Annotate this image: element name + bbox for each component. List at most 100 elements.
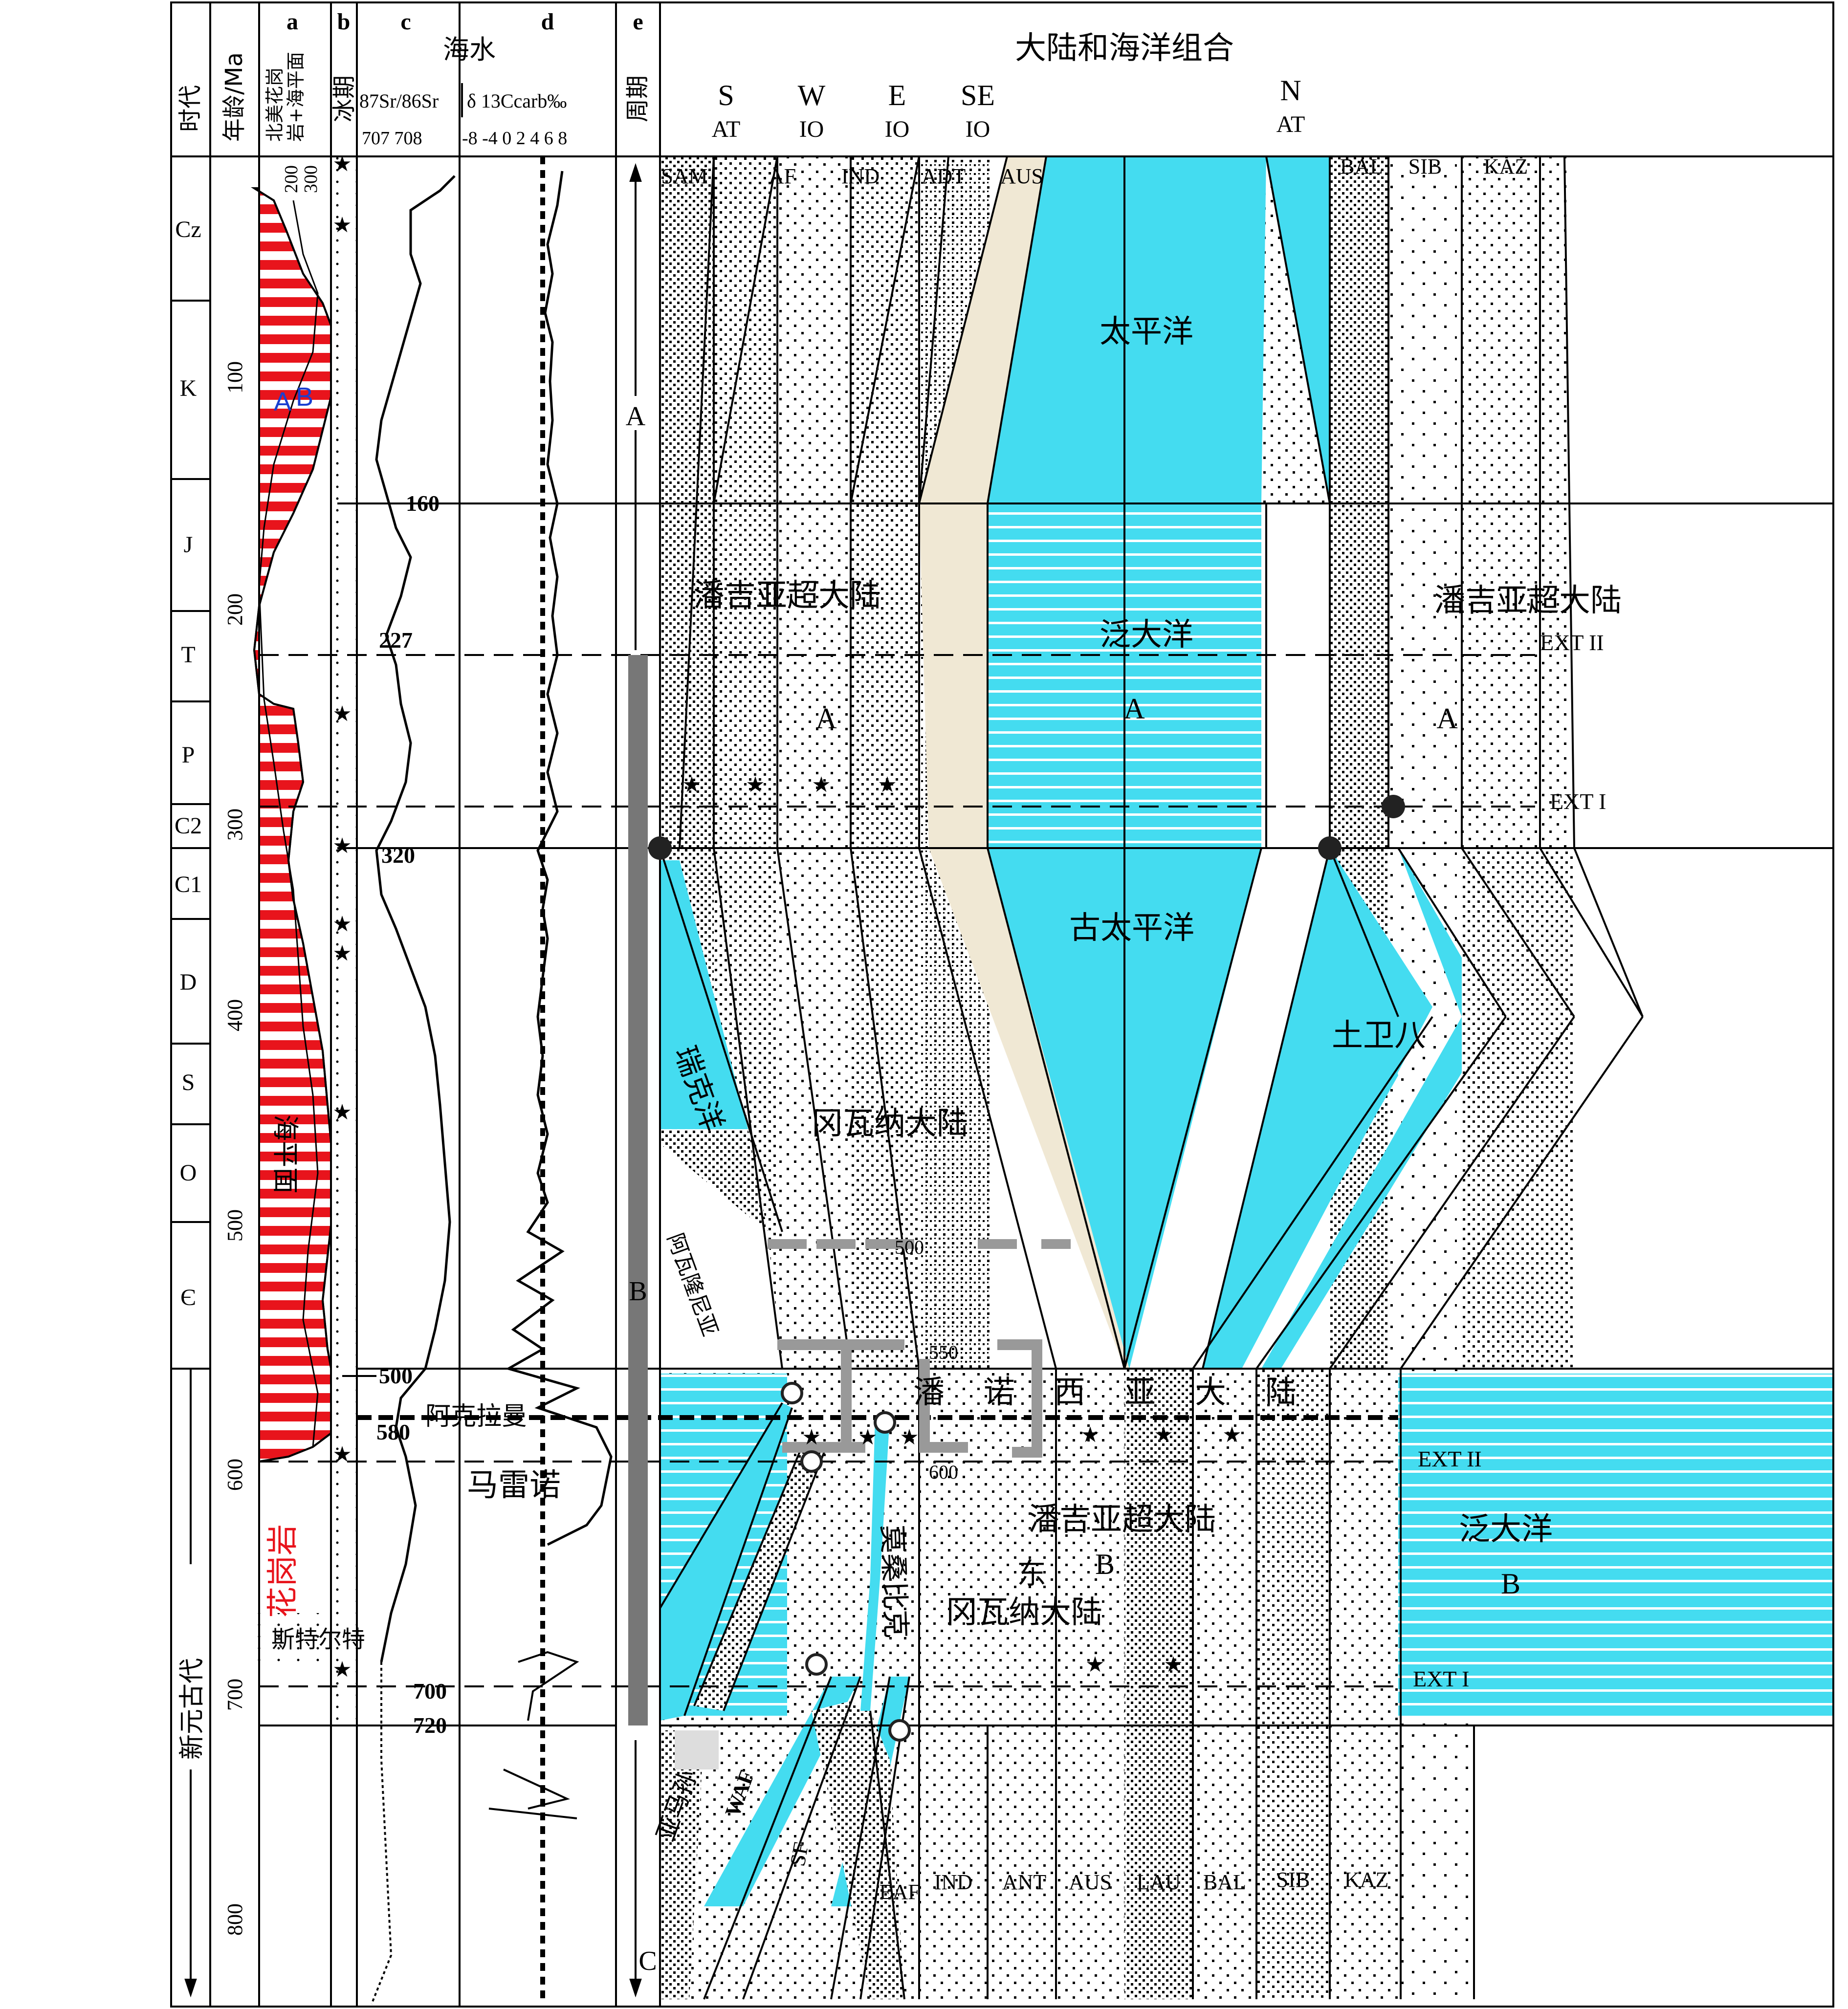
label-pangea-left: 潘吉亚超大陆	[693, 578, 881, 614]
sr-age-labels: 160 227 320 500 580 700 720	[376, 491, 447, 1738]
period-p: P	[182, 742, 195, 768]
svg-text:★: ★	[900, 1425, 919, 1450]
period-k: K	[180, 375, 197, 401]
svg-text:★: ★	[746, 772, 765, 797]
period-c2: C2	[175, 813, 202, 839]
bottom-lau: LAU	[1137, 1870, 1181, 1894]
cycle-b-bar	[628, 655, 648, 1725]
cycle-c: C	[638, 1946, 657, 1976]
hollow-circles	[781, 1382, 911, 1742]
dir-w-ocean: IO	[799, 116, 824, 142]
label-500: 500	[895, 1236, 924, 1258]
svg-text:★: ★	[332, 152, 352, 176]
header-c13-ticks: -8 -4 0 2 4 6 8	[462, 128, 567, 149]
label-gondwana: 冈瓦纳大陆	[812, 1106, 968, 1142]
bottom-sib: SIB	[1276, 1868, 1310, 1892]
sr-curve-dotted	[371, 1662, 393, 2005]
header-sr-label: 87Sr/86Sr	[359, 90, 439, 112]
glacial-column-fill	[331, 156, 357, 1721]
header-col-a-label1: 北美花岗	[264, 67, 286, 142]
svg-text:★: ★	[1080, 1422, 1100, 1447]
label-600: 600	[929, 1461, 958, 1483]
header-col-a: a	[286, 9, 298, 35]
dir-e-ocean: IO	[885, 116, 910, 142]
period-labels: Cz K J T P C2 C1 D S O Є	[175, 217, 202, 1310]
top-sam: SAM	[661, 164, 707, 188]
label-sf: SF	[786, 1840, 814, 1868]
label-b-mid: B	[1095, 1548, 1115, 1580]
age-500: 500	[223, 1209, 247, 1242]
sr-age-700: 700	[413, 1679, 447, 1703]
label-ab-b: B	[296, 382, 313, 412]
age-200: 200	[223, 593, 247, 626]
label-panthalassa-b: 泛大洋	[1459, 1511, 1553, 1548]
header-sr-ticks: 707 708	[362, 128, 422, 149]
svg-text:★: ★	[1085, 1652, 1104, 1677]
svg-text:★: ★	[802, 1425, 821, 1450]
dir-w: W	[798, 79, 826, 111]
top-adt: ADT	[922, 164, 966, 188]
label-east: 东	[1017, 1557, 1046, 1591]
direction-labels: S AT W IO E IO SE IO N AT	[712, 74, 1305, 142]
label-pangea-right: 潘吉亚超大陆	[1434, 583, 1622, 619]
c13-curve	[505, 171, 613, 1546]
sr-age-720: 720	[413, 1713, 447, 1738]
header-col-c: c	[400, 9, 411, 35]
label-panthalassa: 泛大洋	[1100, 617, 1193, 653]
age-100: 100	[223, 361, 247, 393]
sr-age-580: 580	[376, 1419, 410, 1444]
label-east-gondwana: 冈瓦纳大陆	[946, 1594, 1102, 1631]
label-tuwaiba: 土卫八	[1332, 1018, 1426, 1054]
header-c13-label: δ 13Ccarb‰	[467, 90, 567, 112]
bottom-continent-labels: IND ANT AUS LAU BAL SIB KAZ	[934, 1868, 1388, 1894]
label-sea-level: 海平面	[270, 1114, 301, 1194]
cycle-arrows	[184, 163, 642, 1998]
age-700: 700	[223, 1679, 247, 1711]
svg-text:★: ★	[332, 833, 352, 858]
frame-lines	[170, 1, 1834, 2008]
age-400: 400	[223, 999, 247, 1031]
header-col-e: e	[633, 9, 643, 35]
age-800: 800	[223, 1903, 247, 1936]
period-cz: Cz	[175, 217, 201, 242]
age-300: 300	[223, 808, 247, 841]
svg-text:★: ★	[1154, 1422, 1173, 1447]
bottom-ind: IND	[934, 1870, 972, 1894]
header-col-b: b	[337, 9, 351, 35]
bottom-aus: AUS	[1069, 1870, 1112, 1894]
label-granite: 花岗岩	[265, 1524, 301, 1618]
gray-bars	[768, 1239, 1071, 1458]
svg-text:★: ★	[1164, 1652, 1183, 1677]
neoproterozoic-label: 新元古代	[177, 1658, 207, 1760]
svg-text:★: ★	[332, 701, 352, 726]
sr-age-160: 160	[406, 491, 440, 516]
sr-curve	[375, 175, 456, 1662]
svg-text:★: ★	[332, 213, 352, 238]
bottom-bal: BAL	[1203, 1870, 1246, 1894]
svg-text:★: ★	[332, 1100, 352, 1125]
svg-text:★: ★	[332, 941, 352, 966]
bottom-kaz: KAZ	[1344, 1868, 1388, 1892]
top-af: AF	[769, 164, 796, 188]
header-col-d: d	[541, 9, 554, 35]
header-age: 年龄/Ma	[220, 52, 248, 142]
svg-text:★: ★	[878, 772, 897, 797]
label-paleo-pacific: 古太平洋	[1069, 910, 1194, 946]
label-ext1-lower: EXT I	[1413, 1666, 1469, 1691]
top-aus: AUS	[1000, 164, 1043, 188]
label-sturtian: 斯特尔特	[271, 1626, 365, 1653]
region-labels: 太平洋 泛大洋 潘吉亚超大陆 潘吉亚超大陆 古太平洋 土卫八 瑞克洋 冈瓦纳大陆…	[265, 314, 1622, 1904]
top-continent-labels: SAM AF IND ADT AUS BAL SIB KAZ	[661, 154, 1528, 188]
sr-age-227: 227	[379, 628, 413, 653]
label-ext2-upper: EXT II	[1540, 630, 1604, 655]
cycle-a: A	[626, 401, 646, 432]
svg-text:★: ★	[812, 772, 831, 797]
label-ab-a: A	[274, 387, 291, 416]
label-a-left: A	[815, 702, 836, 735]
star-markers: ★ ★ ★ ★ ★ ★ ★ ★ ★ ★ ★ ★ ★ ★ ★ ★ ★ ★ ★ ★ …	[332, 152, 1241, 1682]
header-scale-bottom: 300	[301, 165, 321, 193]
label-pacific: 太平洋	[1100, 314, 1193, 350]
label-a-mid: A	[1123, 693, 1144, 725]
label-ext1-upper: EXT I	[1550, 789, 1606, 814]
label-pannotia-super: 潘吉亚超大陆	[1028, 1502, 1216, 1538]
